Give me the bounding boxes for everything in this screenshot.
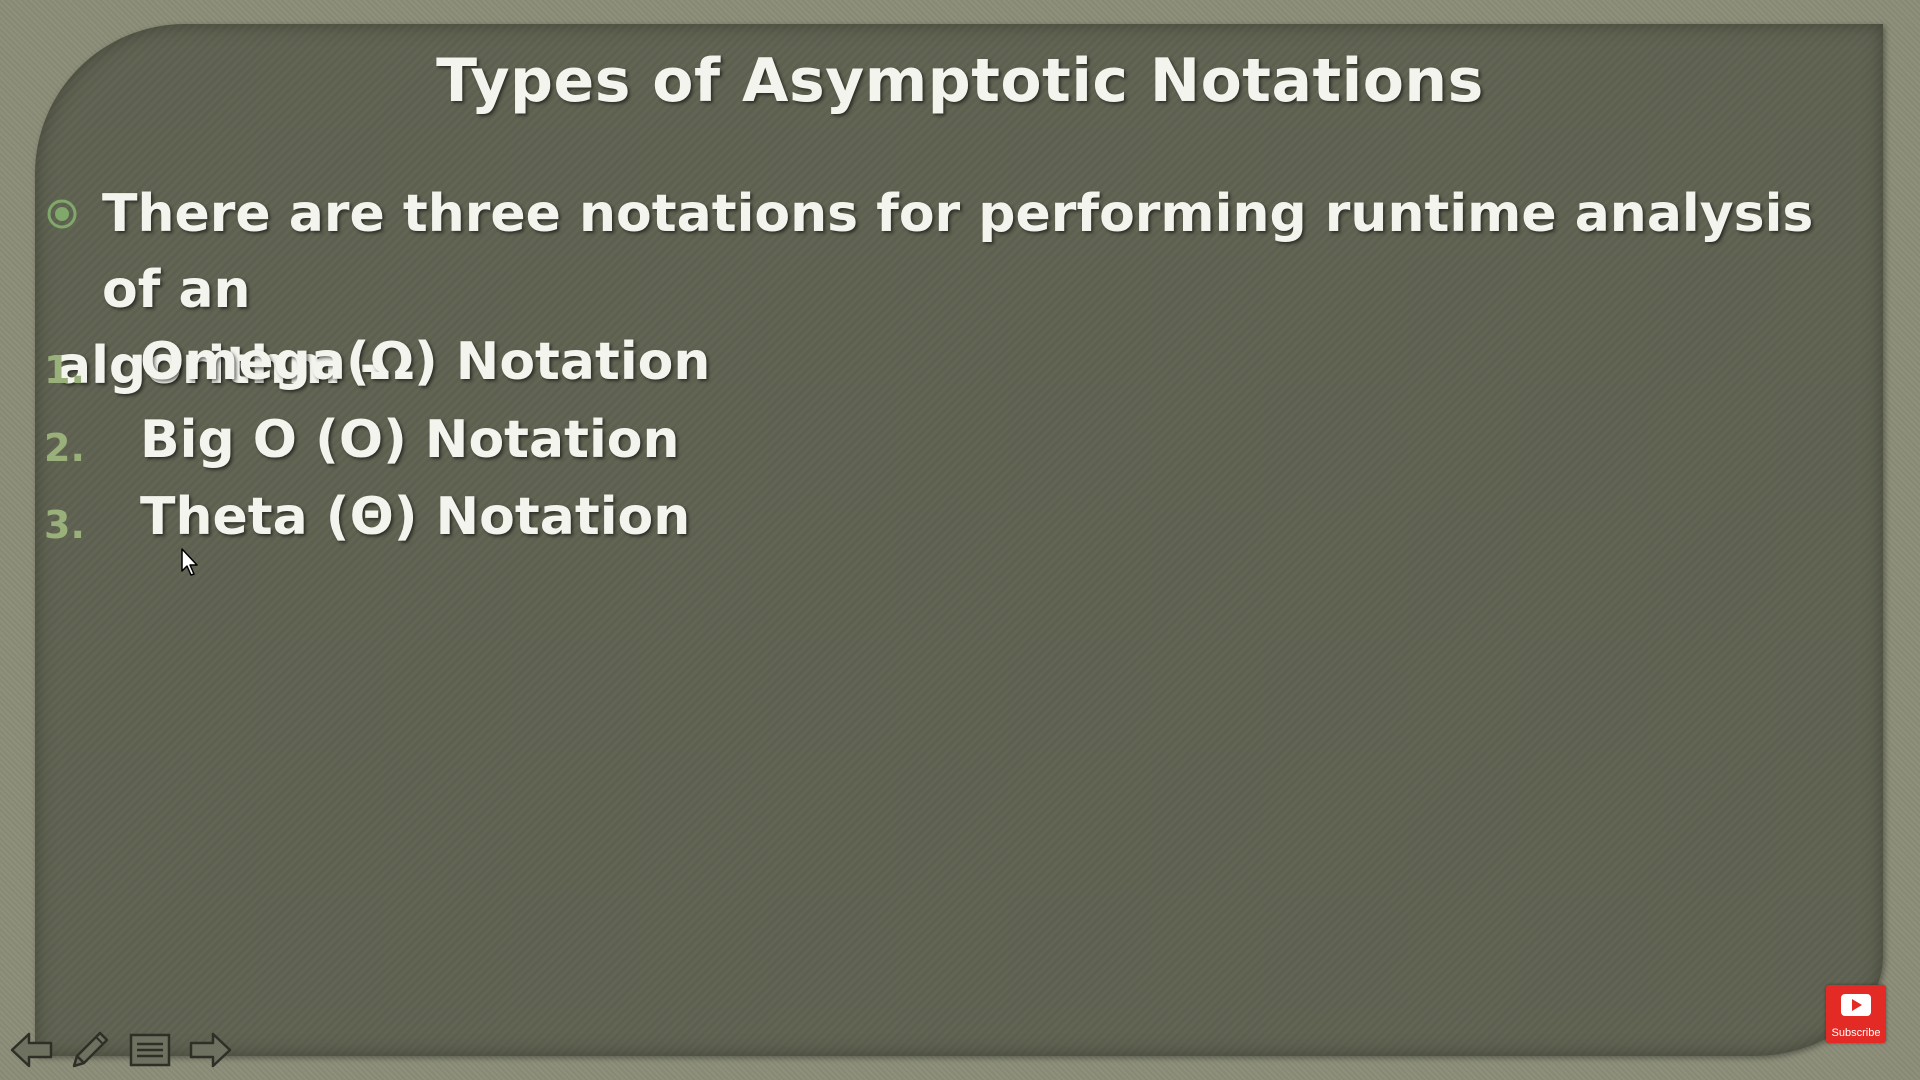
subscribe-label: Subscribe [1831, 1027, 1881, 1039]
youtube-play-icon [1841, 994, 1871, 1016]
bullet-circle-icon [47, 199, 77, 229]
list-label: Big O (O) Notation [140, 410, 680, 470]
slide-canvas [35, 24, 1883, 1056]
list-label: Omega(Ω) Notation [140, 332, 711, 392]
pen-tool-button[interactable] [62, 1022, 118, 1078]
list-label: Theta (Θ) Notation [140, 487, 691, 547]
list-number: 1. [44, 348, 85, 392]
bullet-text-line-1: There are three notations for performing… [102, 184, 1814, 320]
bullet-point: There are three notations for performing… [46, 176, 1846, 404]
list-number: 3. [44, 503, 85, 547]
list-item-theta: 3. Theta (Θ) Notation [0, 487, 900, 557]
bullet-text: There are three notations for performing… [46, 176, 1846, 404]
slide-menu-button[interactable] [122, 1022, 178, 1078]
list-number: 2. [44, 426, 85, 470]
subscribe-button[interactable]: Subscribe [1826, 985, 1886, 1043]
slide-menu-icon [129, 1033, 171, 1067]
previous-slide-button[interactable] [4, 1022, 60, 1078]
pencil-icon [72, 1031, 109, 1068]
list-item-big-o: 2. Big O (O) Notation [0, 410, 900, 480]
bullet-text-line-2: algorithm - [56, 336, 382, 396]
next-slide-button[interactable] [182, 1022, 238, 1078]
mouse-cursor-icon [181, 548, 198, 576]
arrow-left-icon [10, 1032, 53, 1068]
arrow-right-icon [189, 1032, 232, 1068]
list-item-omega: 1. Omega(Ω) Notation [0, 332, 900, 402]
slide-title: Types of Asymptotic Notations [436, 46, 1484, 116]
